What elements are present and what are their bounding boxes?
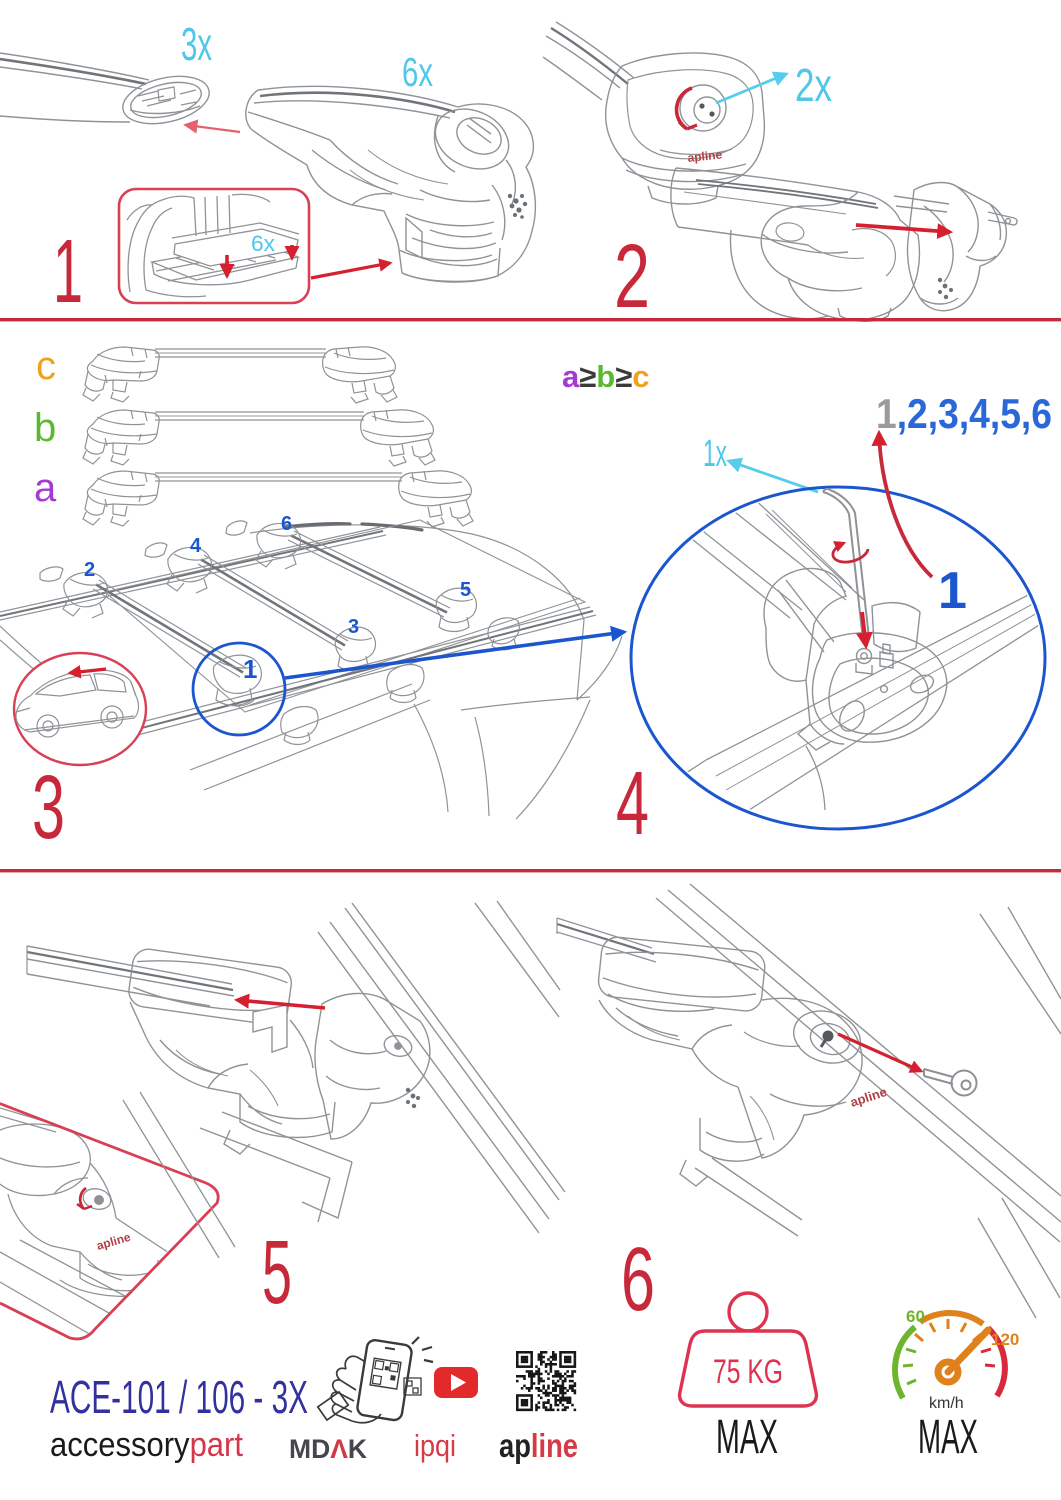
svg-text:75 KG: 75 KG <box>713 1353 783 1391</box>
svg-text:1x: 1x <box>703 433 727 475</box>
svg-text:apline: apline <box>848 1084 888 1110</box>
svg-text:1: 1 <box>243 654 257 684</box>
svg-text:a: a <box>34 466 57 510</box>
svg-text:accessorypart: accessorypart <box>50 1426 243 1464</box>
svg-text:ACE-101 / 106 - 3X: ACE-101 / 106 - 3X <box>50 1371 308 1423</box>
svg-text:60: 60 <box>906 1307 925 1326</box>
svg-text:c: c <box>36 344 56 388</box>
svg-text:apline: apline <box>499 1427 578 1464</box>
svg-text:5: 5 <box>262 1223 292 1323</box>
svg-text:MDΛK: MDΛK <box>289 1434 367 1464</box>
svg-text:6: 6 <box>621 1230 655 1330</box>
svg-text:km/h: km/h <box>929 1395 964 1412</box>
svg-text:4: 4 <box>190 535 202 557</box>
svg-text:4: 4 <box>616 754 649 854</box>
svg-text:1: 1 <box>938 562 967 620</box>
svg-text:MAX: MAX <box>918 1411 978 1464</box>
svg-text:2x: 2x <box>795 59 832 111</box>
svg-text:a≥b≥c: a≥b≥c <box>562 359 649 394</box>
svg-text:2: 2 <box>614 227 650 327</box>
svg-text:MAX: MAX <box>716 1411 778 1464</box>
svg-text:ipqi: ipqi <box>414 1428 456 1463</box>
svg-text:6x: 6x <box>402 49 433 95</box>
svg-text:3: 3 <box>32 758 65 858</box>
svg-text:3: 3 <box>348 616 359 638</box>
svg-text:1,2,3,4,5,6: 1,2,3,4,5,6 <box>876 390 1052 437</box>
svg-text:5: 5 <box>460 579 471 601</box>
svg-text:apline: apline <box>95 1230 133 1253</box>
svg-text:1: 1 <box>53 222 83 322</box>
svg-text:apline: apline <box>687 147 723 165</box>
svg-text:3x: 3x <box>181 18 212 70</box>
svg-text:b: b <box>34 406 56 450</box>
svg-text:6: 6 <box>281 513 292 535</box>
svg-text:6x: 6x <box>251 231 275 256</box>
svg-text:2: 2 <box>84 559 95 581</box>
svg-text:120: 120 <box>991 1330 1019 1349</box>
